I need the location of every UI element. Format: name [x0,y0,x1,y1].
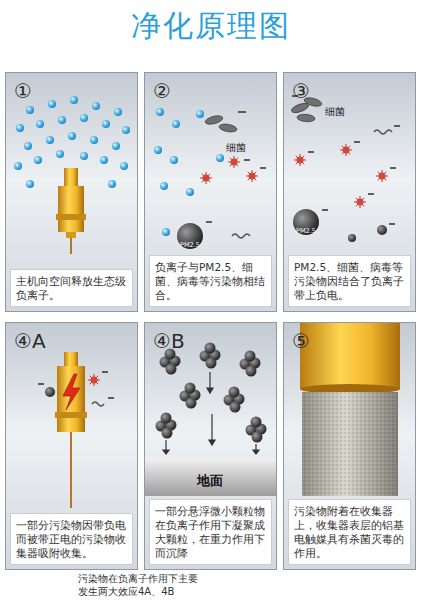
ground-label: 地面 [197,473,223,488]
step-number: ① [14,79,32,103]
step-description: 一部分污染物因带负电而被带正电的污染物收集器吸附收集。 [10,513,133,565]
step-number: ④B [153,329,185,353]
step-description: 主机向空间释放生态级负离子。 [10,269,133,307]
step-panel: ① 主机向空间释放生态级负离子。 [5,72,138,312]
step-panel: ③ PM2.5、细菌、病毒等污染物因结合了负离子带上负电。 [283,72,416,312]
caption-note: 污染物在负离子作用下主要 发生两大效应4A、4B [78,573,202,598]
step-description: 污染物附着在收集器上，收集器表层的铝基电触媒具有杀菌灭毒的作用。 [288,499,411,565]
particle-label: PM2.5 [296,227,316,236]
particle-label: 细菌 [226,142,246,154]
step-number: ④A [14,329,46,353]
step-number: ⑤ [292,329,310,353]
step-number: ② [153,79,171,103]
particle-label: PM2.5 [180,241,200,250]
particle-label: 细菌 [325,106,345,118]
step-number: ③ [292,79,310,103]
step-panel: ② 负离子与PM2.5、细菌、病毒等污染物相结合。 [144,72,277,312]
step-panel: ⑤ 污染物附着在收集器上，收集器表层的铝基电触媒具有杀菌灭毒的作用。 [283,322,416,570]
diagram-title: 净化原理图 [0,6,421,46]
step-panel: ④A 一部分污染物因带负电而被带正电的污染物收集器吸附收集。 [5,322,138,570]
step-description: PM2.5、细菌、病毒等污染物因结合了负离子带上负电。 [288,255,411,307]
step-description: 负离子与PM2.5、细菌、病毒等污染物相结合。 [149,255,272,307]
step-panel: ④B 一部分悬浮微小颗粒物在负离子作用下凝聚成大颗粒，在重力作用下而沉降 [144,322,277,570]
step-description: 一部分悬浮微小颗粒物在负离子作用下凝聚成大颗粒，在重力作用下而沉降 [149,499,272,565]
